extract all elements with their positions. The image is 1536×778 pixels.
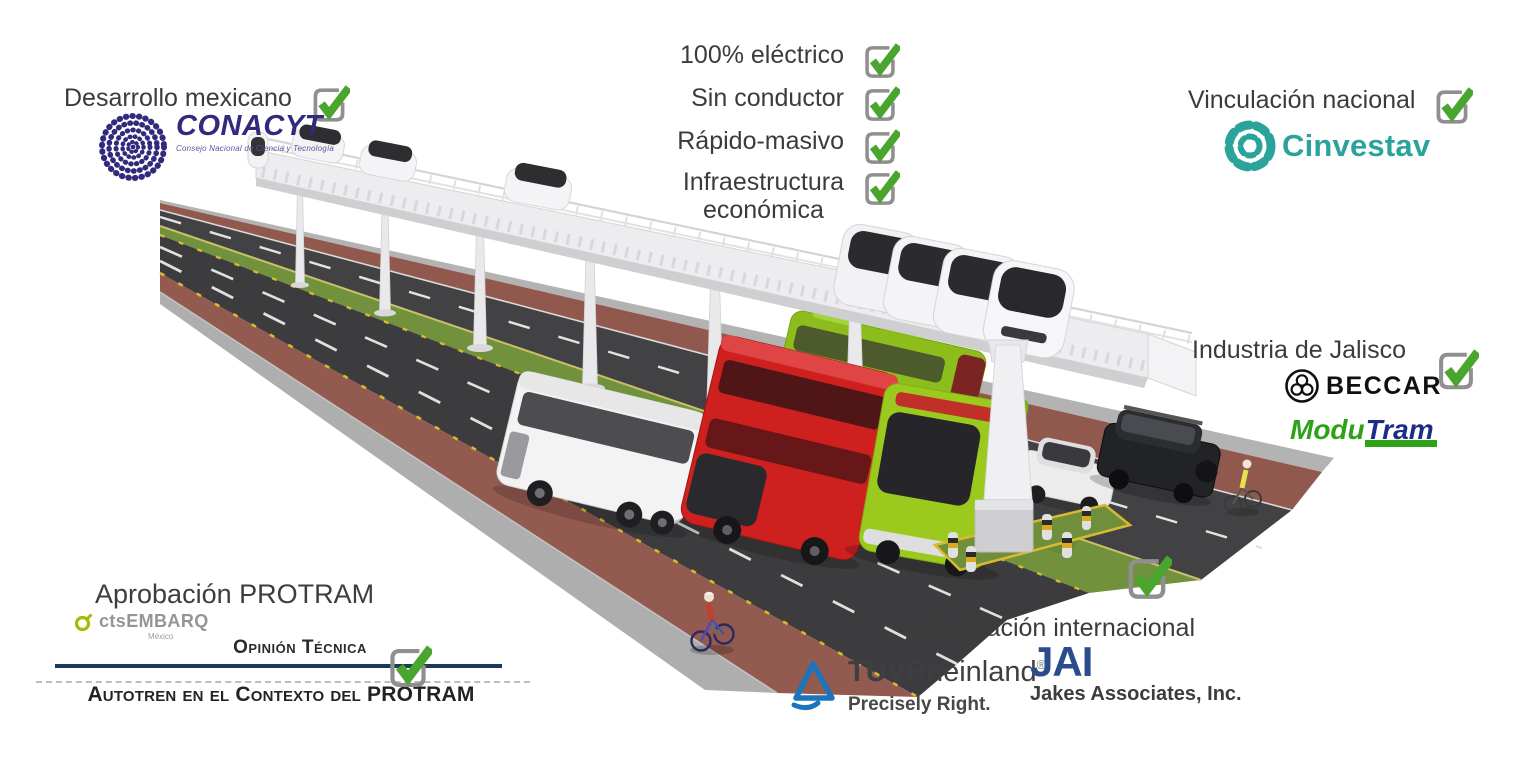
bollards [948, 506, 1091, 572]
badge-vinculacion: Vinculación nacional [1188, 86, 1473, 128]
beccar-logo: BECCAR [1284, 368, 1442, 404]
feature-row: Infraestructura económica [682, 168, 900, 224]
tuv-part2: Rheinland [906, 656, 1037, 688]
jai-monogram: JAI [1030, 638, 1093, 685]
tuv-rheinland-logo: TÜVRheinland® Precisely Right. [786, 658, 1046, 716]
cyclist-right [1224, 459, 1262, 516]
evaluacion-label: Evaluación internacional [924, 614, 1196, 642]
industria-label: Industria de Jalisco [1192, 336, 1407, 364]
pod-small-3 [503, 162, 573, 211]
pod-small-2 [359, 140, 417, 182]
cinvestav-logo: Cinvestav [1222, 118, 1430, 174]
checkbox-check-icon [1122, 554, 1172, 604]
ctsembarq-logo: ctsEMBARQ [74, 611, 209, 632]
modutram-logo: ModuTram [1290, 414, 1437, 446]
bus-green-front [844, 383, 1029, 580]
opinion-tecnica-heading: Opinión Técnica [233, 637, 367, 658]
conacyt-tagline: Consejo Nacional de Ciencia y Tecnología [176, 144, 335, 153]
tuv-registered-mark: ® [1036, 657, 1047, 672]
tuv-triangle-icon [791, 661, 835, 711]
autotren-pods [247, 124, 1075, 359]
protram-title: Aprobación PROTRAM [95, 579, 375, 609]
cinvestav-wordmark: Cinvestav [1282, 128, 1431, 163]
divider-dashed [36, 681, 530, 683]
ctsembarq-emblem-icon [74, 612, 93, 631]
beccar-wordmark: BECCAR [1326, 371, 1442, 400]
badge-desarrollo: Desarrollo mexicano [64, 84, 350, 126]
feature-label: Infraestructura económica [682, 168, 844, 224]
checkbox-check-icon [860, 128, 900, 168]
ctsembarq-region: México [148, 632, 174, 641]
bus-white [492, 371, 707, 538]
feature-label: Sin conductor [691, 84, 844, 112]
jai-logo: JAI Jakes Associates, Inc. [1030, 638, 1242, 706]
feature-row: Rápido-masivo [677, 127, 900, 168]
modutram-part2: Tram [1365, 414, 1437, 447]
feature-row: Sin conductor [691, 84, 900, 125]
pod-near-4 [982, 260, 1075, 359]
feature-label: 100% eléctrico [680, 41, 844, 69]
checkbox-check-icon [860, 85, 900, 125]
pod-endcap [247, 131, 269, 169]
cinvestav-emblem-icon [1224, 120, 1276, 172]
jai-company: Jakes Associates, Inc. [1030, 682, 1242, 705]
feature-row: 100% eléctrico [680, 41, 900, 82]
ctsembarq-part1: cts [99, 611, 127, 631]
feature-label-line2: económica [702, 195, 824, 224]
feature-label-line1: Infraestructura [682, 168, 844, 196]
modutram-part1: Modu [1290, 414, 1365, 445]
conacyt-wordmark: CONACYT [176, 110, 323, 142]
checkbox-check-icon [860, 169, 900, 209]
ctsembarq-part2: EMBARQ [126, 611, 209, 631]
main-pylon [974, 339, 1034, 553]
bus-red-doubledecker [674, 335, 899, 569]
checkbox-check-icon [860, 42, 900, 82]
conacyt-logo: CONACYT Consejo Nacional de Ciencia y Te… [98, 112, 334, 182]
tuv-tagline: Precisely Right. [848, 694, 991, 715]
car-white [1010, 437, 1117, 516]
pod-small-1 [291, 124, 345, 164]
tuv-part1: TÜV [848, 656, 906, 688]
conacyt-emblem-icon [99, 113, 167, 181]
divider-solid [55, 664, 502, 668]
checkbox-check-icon [384, 644, 432, 692]
checkbox-check-icon [1431, 86, 1473, 128]
cyclist-near [690, 591, 735, 655]
beccar-emblem-icon [1285, 369, 1319, 403]
vinculacion-label: Vinculación nacional [1188, 86, 1416, 114]
suv-black [1089, 404, 1221, 506]
autotren-context-heading: Autotren en el Contexto del PROTRAM [87, 683, 475, 706]
feature-label: Rápido-masivo [677, 127, 844, 155]
desarrollo-label: Desarrollo mexicano [64, 84, 292, 112]
